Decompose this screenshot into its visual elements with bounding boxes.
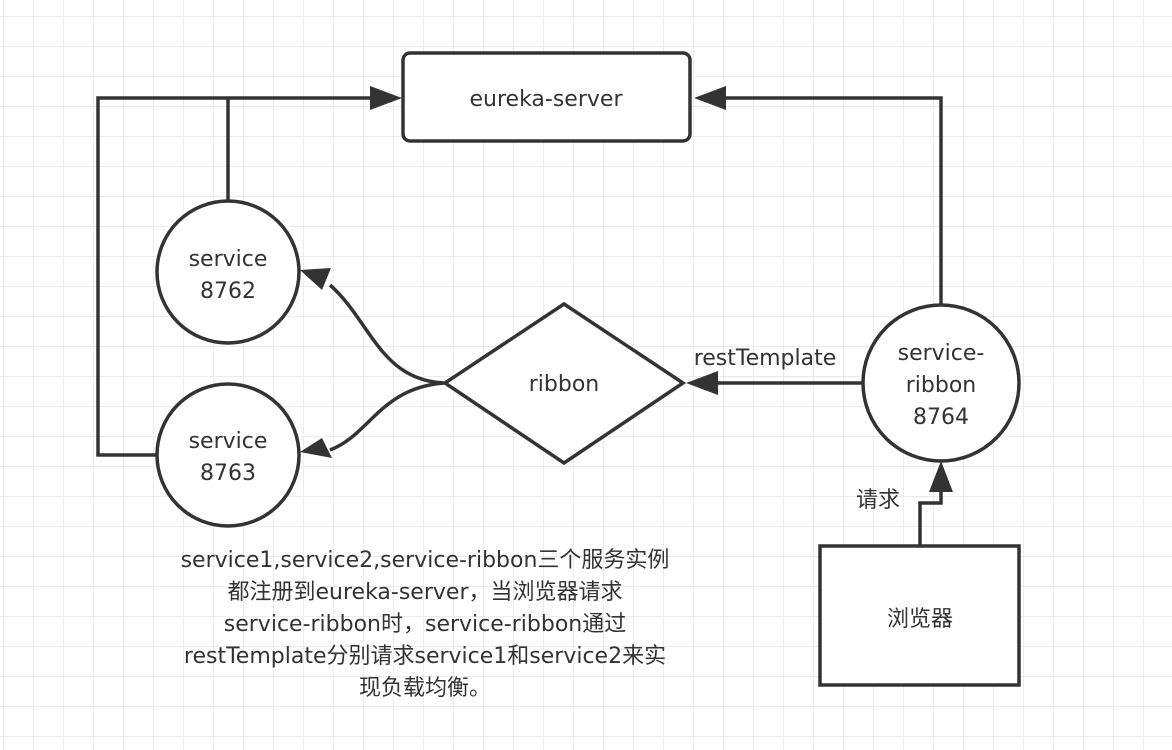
node-ribbon[interactable]: ribbon <box>441 301 687 466</box>
arrowhead-into-eureka-right <box>694 86 726 110</box>
service-ribbon-port: 8764 <box>913 405 969 430</box>
arrowhead-into-serviceribbon <box>929 461 953 492</box>
edge-label-request: 请求 <box>856 488 900 513</box>
arrowhead-into-service8762 <box>300 268 331 290</box>
edge-browser-to-serviceribbon <box>918 486 943 545</box>
eureka-server-label: eureka-server <box>470 87 624 112</box>
edge-serviceribbon-to-eureka <box>716 96 943 305</box>
service-8762-name: service <box>189 247 268 272</box>
edge-service8763-to-eureka <box>96 96 380 457</box>
caption-line: 都注册到eureka-server，当浏览器请求 <box>227 580 623 605</box>
ribbon-label: ribbon <box>529 372 600 397</box>
node-eureka-server[interactable]: eureka-server <box>401 51 692 143</box>
arrowhead-into-service8763 <box>300 438 332 458</box>
caption-line: service-ribbon时，service-ribbon通过 <box>223 612 627 637</box>
browser-label: 浏览器 <box>887 607 953 632</box>
node-service-ribbon[interactable]: service- ribbon 8764 <box>861 303 1021 463</box>
caption-line: restTemplate分别请求service1和service2来实 <box>183 644 667 669</box>
node-service-8763[interactable]: service 8763 <box>155 382 301 528</box>
arrowhead-into-eureka-left <box>370 86 402 110</box>
arrowhead-into-ribbon <box>686 371 718 395</box>
edge-ribbon-to-service8762 <box>328 283 445 385</box>
service-8762-port: 8762 <box>200 279 256 304</box>
edge-label-resttemplate: restTemplate <box>694 346 837 371</box>
node-browser[interactable]: 浏览器 <box>818 544 1021 687</box>
diagram-caption: service1,service2,service-ribbon三个服务实例 都… <box>140 545 710 705</box>
service-ribbon-name-line1: service- <box>898 341 985 366</box>
caption-line: 现负载均衡。 <box>358 676 491 701</box>
service-8763-port: 8763 <box>200 461 256 486</box>
caption-line: service1,service2,service-ribbon三个服务实例 <box>180 548 670 573</box>
service-8763-name: service <box>189 429 268 454</box>
node-service-8762[interactable]: service 8762 <box>155 199 301 345</box>
edge-ribbon-to-service8763 <box>329 381 445 452</box>
service-ribbon-name-line2: ribbon <box>906 373 977 398</box>
